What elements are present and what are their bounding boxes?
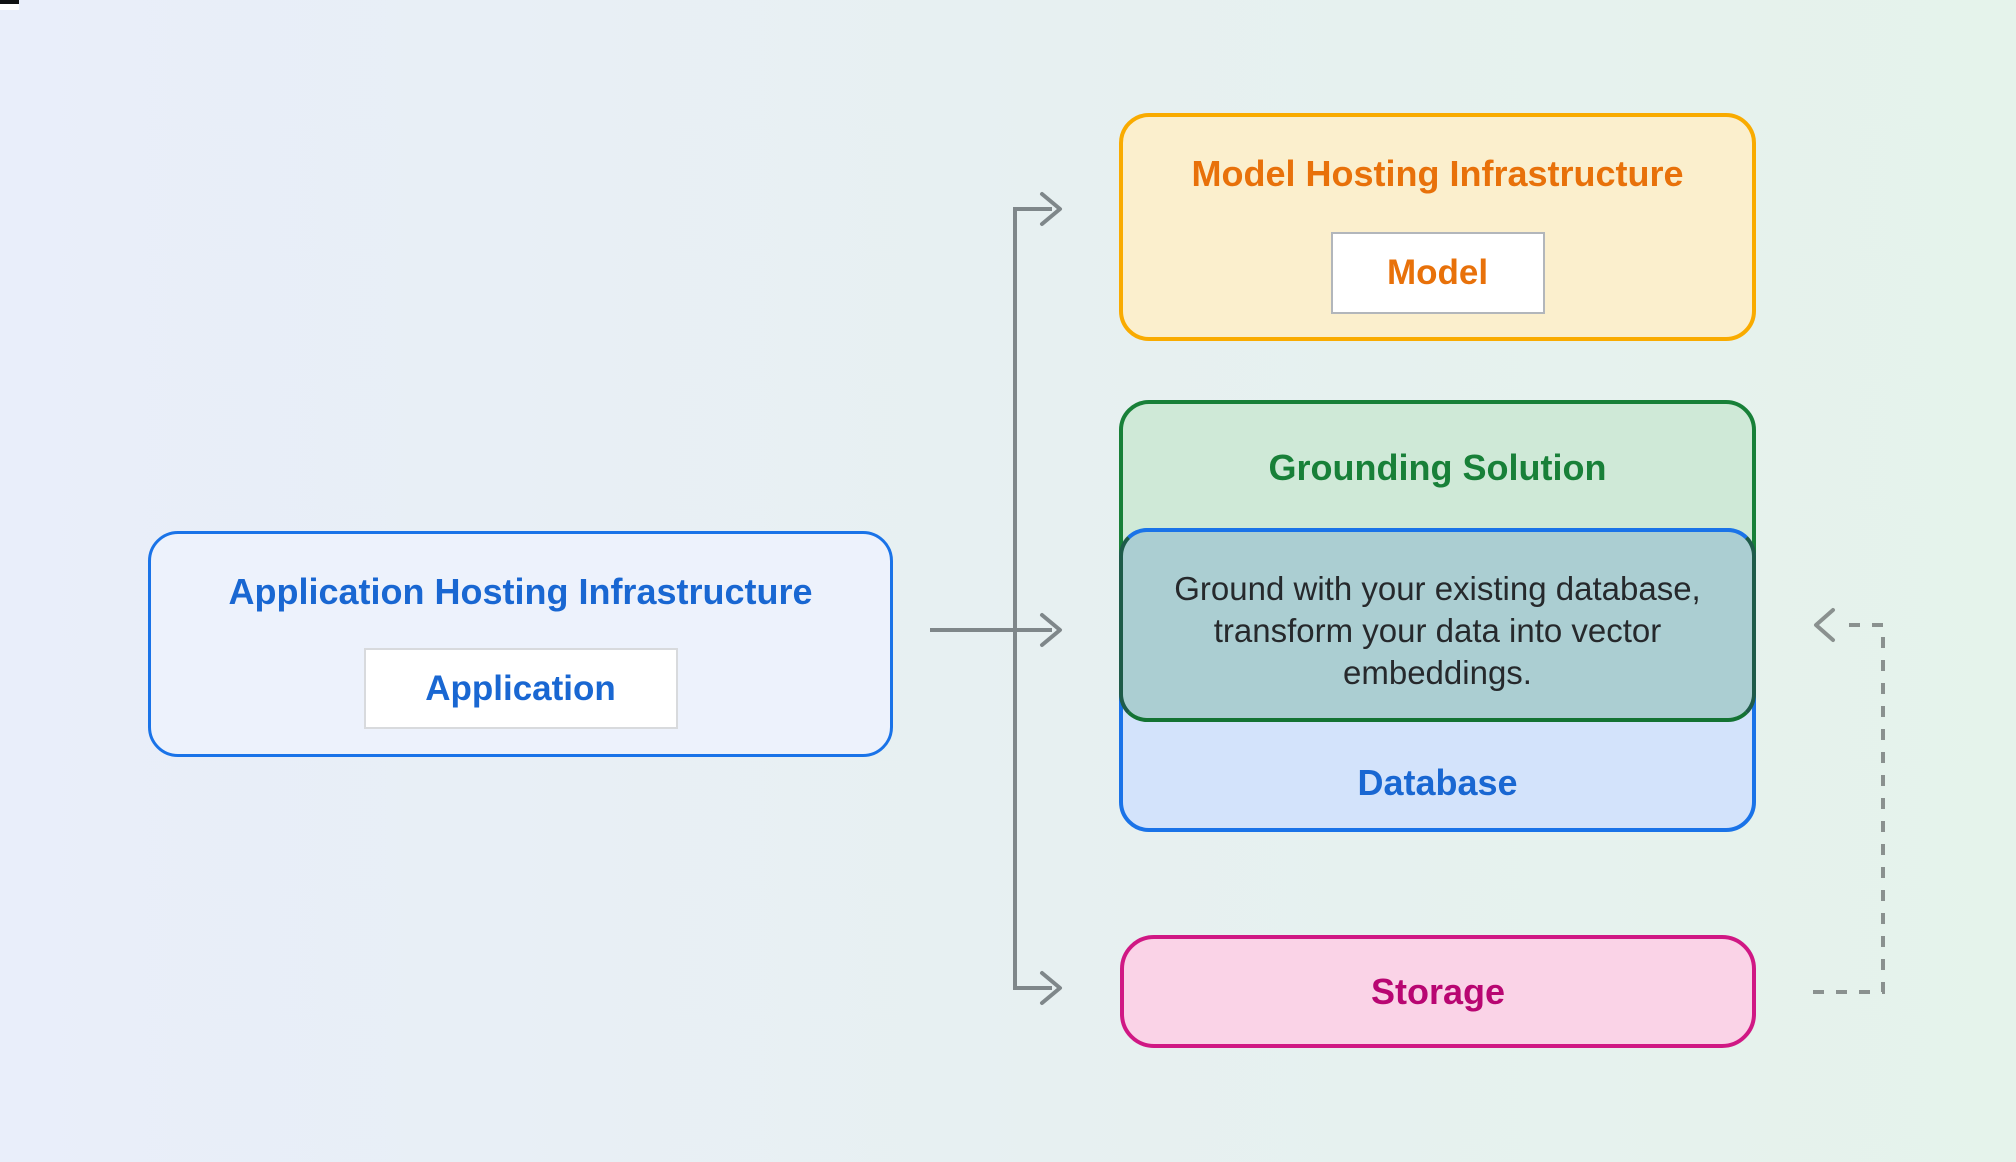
application-hosting-title: Application Hosting Infrastructure [228,571,813,612]
dashed-arrowhead-icon [1814,608,1835,642]
model-chip-label: Model [1386,253,1489,292]
arrowhead-to-storage-icon [1040,971,1062,1005]
application-chip: Application [363,648,678,729]
solid-arrows [930,192,1062,1005]
grounding-solution-title: Grounding Solution [1268,447,1607,488]
application-hosting-box: Application Hosting Infrastructure Appli… [148,531,893,757]
application-chip-label: Application [425,668,616,708]
screenshot-corner-artifact [0,0,19,10]
dashed-line [1813,623,1885,994]
storage-label: Storage [1370,970,1506,1012]
arrowhead-to-grounding-icon [1040,613,1062,647]
database-label: Database [1357,762,1518,803]
storage-box: Storage [1120,935,1756,1048]
model-hosting-box: Model Hosting Infrastructure Model [1119,113,1756,341]
arrow-trunk-line [1013,207,1052,990]
grounding-description-text: Ground with your existing database, tran… [1174,570,1701,691]
arrowhead-to-model-icon [1040,192,1062,226]
dashed-arrow [1813,608,1885,994]
model-hosting-title: Model Hosting Infrastructure [1191,153,1684,194]
grounding-description-box: Ground with your existing database, tran… [1119,528,1756,722]
model-chip: Model [1330,232,1545,314]
